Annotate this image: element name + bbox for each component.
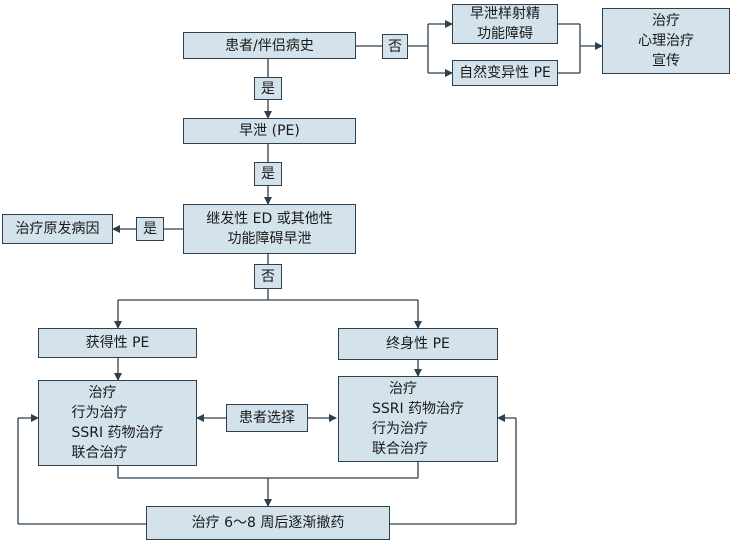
taper-off-box: 治疗 6～8 周后逐渐撤药 xyxy=(146,506,390,540)
treat-primary-cause-label: 治疗原发病因 xyxy=(15,221,100,237)
taper-off-label: 治疗 6～8 周后逐渐撤药 xyxy=(191,515,345,531)
decision-no-top: 否 xyxy=(382,34,408,59)
natural-variable-pe-label: 自然变异性 PE xyxy=(459,65,551,81)
decision-yes-2: 是 xyxy=(254,162,282,186)
decision-no-bottom: 否 xyxy=(254,264,282,289)
patient-history-box: 患者/伴侣病史 xyxy=(183,32,356,59)
secondary-line1: 继发性 ED 或其他性 xyxy=(206,211,333,227)
lifelong-treatment-line3: 行为治疗 xyxy=(371,421,428,437)
decision-no-top-label: 否 xyxy=(388,38,402,55)
top-treatment-box: 治疗 心理治疗 宣传 xyxy=(602,8,730,74)
patient-history-label: 患者/伴侣病史 xyxy=(225,37,314,54)
acquired-pe-label: 获得性 PE xyxy=(85,335,150,351)
patient-choice-label: 患者选择 xyxy=(239,410,295,426)
decision-yes-1-label: 是 xyxy=(261,80,275,97)
lifelong-pe-box: 终身性 PE xyxy=(338,328,498,360)
acquired-treatment-line3: SSRI 药物治疗 xyxy=(71,425,164,441)
patient-choice-box: 患者选择 xyxy=(226,404,308,432)
lifelong-treatment-line2: SSRI 药物治疗 xyxy=(371,401,465,417)
pe-box: 早泄 (PE) xyxy=(183,118,356,144)
pe-like-line1: 早泄样射精 xyxy=(470,6,540,22)
acquired-treatment-line4: 联合治疗 xyxy=(71,445,128,461)
acquired-pe-box: 获得性 PE xyxy=(38,328,197,358)
lifelong-treatment-box: 治疗 SSRI 药物治疗 行为治疗 联合治疗 xyxy=(338,376,498,462)
treat-primary-cause-box: 治疗原发病因 xyxy=(2,214,113,244)
lifelong-treatment-line1: 治疗 xyxy=(389,381,417,397)
decision-yes-3-label: 是 xyxy=(143,221,157,237)
decision-yes-1: 是 xyxy=(254,77,282,100)
top-treatment-line2: 心理治疗 xyxy=(638,33,694,49)
pe-like-dysfunction-box: 早泄样射精 功能障碍 xyxy=(452,4,558,44)
acquired-treatment-box: 治疗 行为治疗 SSRI 药物治疗 联合治疗 xyxy=(38,380,197,466)
secondary-dysfunction-box: 继发性 ED 或其他性 功能障碍早泄 xyxy=(183,204,356,254)
decision-yes-2-label: 是 xyxy=(261,166,275,182)
natural-variable-pe-box: 自然变异性 PE xyxy=(452,60,558,86)
pe-label: 早泄 (PE) xyxy=(239,123,300,139)
lifelong-treatment-line4: 联合治疗 xyxy=(371,441,428,457)
secondary-line2: 功能障碍早泄 xyxy=(227,231,312,247)
acquired-treatment-line2: 行为治疗 xyxy=(71,405,128,421)
lifelong-pe-label: 终身性 PE xyxy=(386,336,450,352)
decision-no-bottom-label: 否 xyxy=(261,268,275,285)
decision-yes-3: 是 xyxy=(136,217,164,241)
top-treatment-line1: 治疗 xyxy=(652,13,680,29)
acquired-treatment-line1: 治疗 xyxy=(88,385,117,401)
top-treatment-line3: 宣传 xyxy=(652,53,680,69)
pe-like-line2: 功能障碍 xyxy=(477,26,533,42)
